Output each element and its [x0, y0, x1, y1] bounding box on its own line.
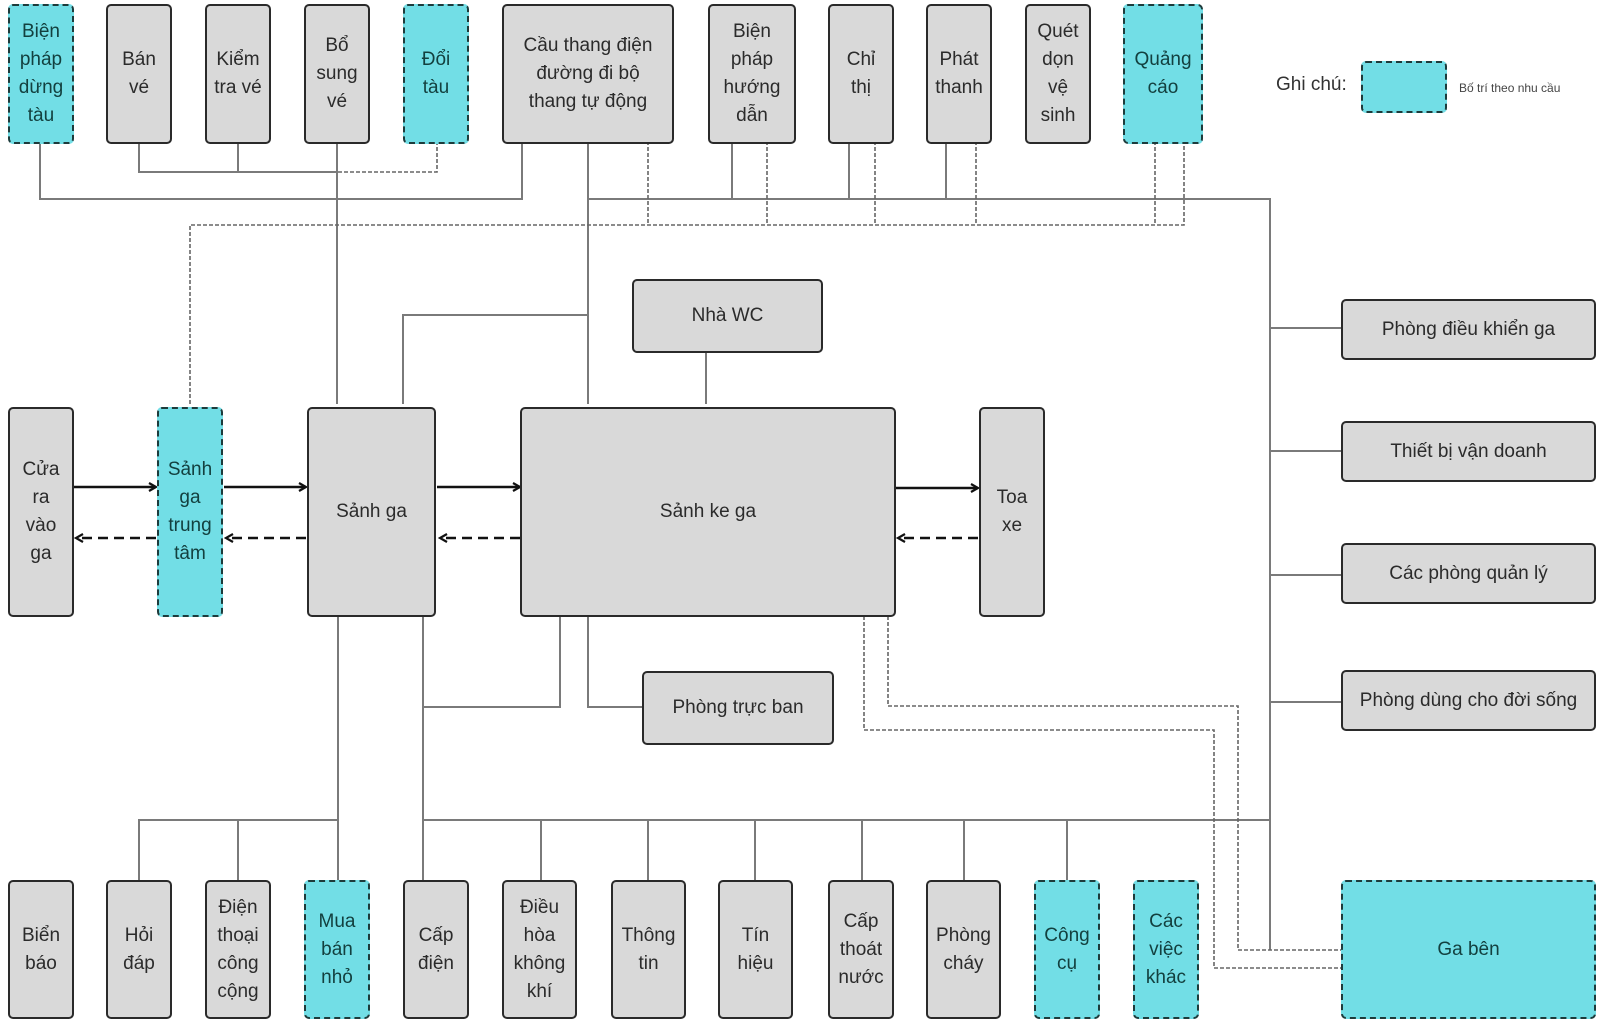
legend-optional-swatch: [1361, 61, 1447, 113]
node-sanh-ga-trung-tam[interactable]: Sảnh ga trung tâm: [157, 407, 223, 617]
legend-description: Bố trí theo nhu cầu: [1459, 81, 1561, 95]
node-cac-viec-khac[interactable]: Các việc khác: [1133, 880, 1199, 1019]
connector: [587, 616, 642, 708]
node-tin-hieu[interactable]: Tín hiệu: [718, 880, 793, 1019]
node-cap-dien[interactable]: Cấp điện: [403, 880, 469, 1019]
node-phong-dung-cho-doi-song[interactable]: Phòng dùng cho đời sống: [1341, 670, 1596, 731]
connector: [423, 616, 561, 708]
node-kiem-tra-ve[interactable]: Kiểm tra vé: [205, 4, 271, 144]
node-cau-thang-dien[interactable]: Cầu thang điện đường đi bộ thang tự động: [502, 4, 674, 144]
node-cong-cu[interactable]: Công cụ: [1034, 880, 1100, 1019]
connector: [337, 141, 438, 173]
node-phong-dieu-khien-ga[interactable]: Phòng điều khiển ga: [1341, 299, 1596, 360]
legend-label: Ghi chú:: [1276, 74, 1347, 95]
node-cua-ra-vao-ga[interactable]: Cửa ra vào ga: [8, 407, 74, 617]
node-dien-thoai-cong-cong[interactable]: Điện thoại công cộng: [205, 880, 271, 1019]
node-toa-xe[interactable]: Toa xe: [979, 407, 1045, 617]
node-hoi-dap[interactable]: Hỏi đáp: [106, 880, 172, 1019]
node-ban-ve[interactable]: Bán vé: [106, 4, 172, 144]
node-doi-tau[interactable]: Đổi tàu: [403, 4, 469, 144]
node-phat-thanh[interactable]: Phát thanh: [926, 4, 992, 144]
node-bien-phap-huong-dan[interactable]: Biện pháp hướng dẫn: [708, 4, 796, 144]
node-bien-bao[interactable]: Biển báo: [8, 880, 74, 1019]
node-bien-phap-dung-tau[interactable]: Biện pháp dừng tàu: [8, 4, 74, 144]
node-mua-ban-nho[interactable]: Mua bán nhỏ: [304, 880, 370, 1019]
node-dieu-hoa-khong-khi[interactable]: Điều hòa không khí: [502, 880, 577, 1019]
node-nha-wc[interactable]: Nhà WC: [632, 279, 823, 353]
node-phong-chay[interactable]: Phòng cháy: [926, 880, 1001, 1019]
node-chi-thi[interactable]: Chỉ thị: [828, 4, 894, 144]
node-thiet-bi-van-doanh[interactable]: Thiết bị vận doanh: [1341, 421, 1596, 482]
connector: [39, 141, 523, 200]
connector: [138, 819, 338, 882]
node-phong-truc-ban[interactable]: Phòng trực ban: [642, 671, 834, 745]
node-cap-thoat-nuoc[interactable]: Cấp thoát nước: [828, 880, 894, 1019]
node-quang-cao[interactable]: Quảng cáo: [1123, 4, 1203, 144]
node-sanh-ga[interactable]: Sảnh ga: [307, 407, 436, 617]
node-thong-tin[interactable]: Thông tin: [611, 880, 686, 1019]
connector: [189, 141, 1185, 404]
node-sanh-ke-ga[interactable]: Sảnh ke ga: [520, 407, 896, 617]
node-ga-ben[interactable]: Ga bên: [1341, 880, 1596, 1019]
node-quet-don-ve-sinh[interactable]: Quét dọn vệ sinh: [1025, 4, 1091, 144]
connector: [138, 141, 337, 173]
connector: [402, 314, 588, 404]
node-cac-phong-quan-ly[interactable]: Các phòng quản lý: [1341, 543, 1596, 604]
node-bo-sung-ve[interactable]: Bổ sung vé: [304, 4, 370, 144]
